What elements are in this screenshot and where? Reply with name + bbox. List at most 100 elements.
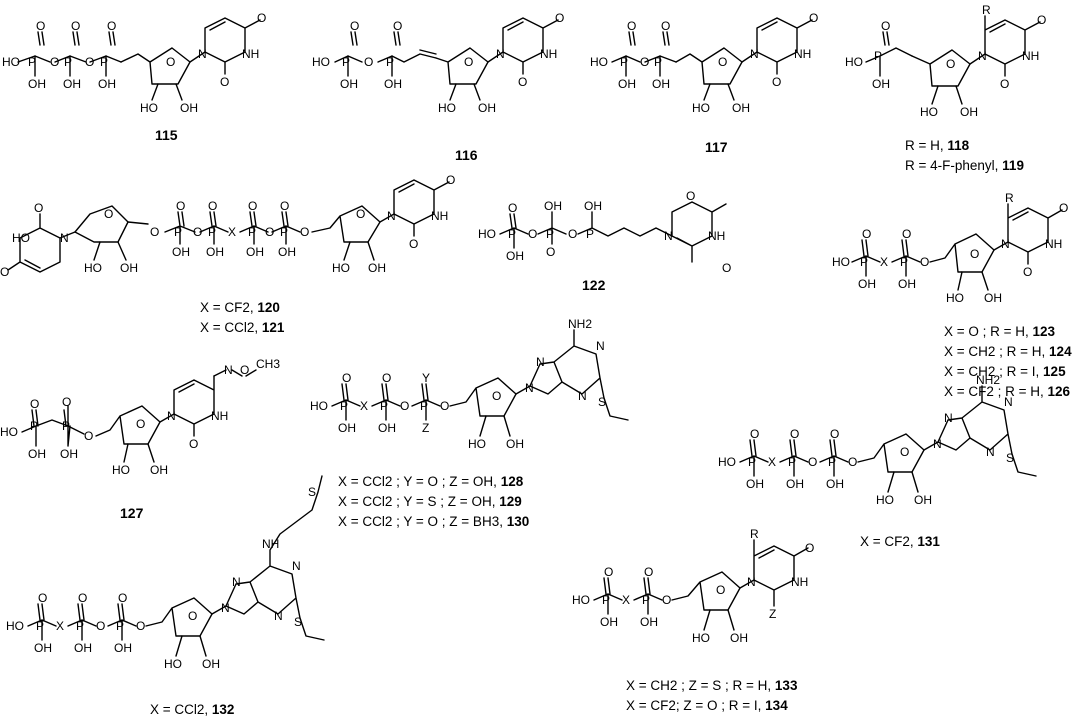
- atom-label: O: [790, 427, 799, 441]
- caption-129: X = CCl2 ; Y = S ; Z = OH, 129: [338, 494, 522, 509]
- atom-label: O: [528, 227, 537, 241]
- atom-label: HO: [692, 101, 710, 115]
- atom-label: O: [400, 399, 409, 413]
- compound-133-134: R HO P O OH X P O OH O O HO OH N NH O Z …: [572, 527, 814, 713]
- atom-label: OH: [180, 101, 198, 115]
- atom-label: P: [116, 619, 124, 633]
- compound-122: HO P O OH O P OH O O P OH N O NH O 122: [478, 189, 731, 293]
- atom-label: O: [848, 455, 857, 469]
- caption-119: R = 4-F-phenyl, 119: [905, 158, 1024, 173]
- atom-label: P: [586, 227, 594, 241]
- atom-label: NH: [708, 229, 725, 243]
- atom-label: HO: [920, 105, 938, 119]
- caption-121: X = CCl2, 121: [200, 320, 285, 335]
- atom-label: P: [546, 227, 554, 241]
- atom-label: O: [150, 225, 159, 239]
- atom-label: HO: [164, 657, 182, 671]
- atom-label: N: [578, 389, 587, 403]
- atom-label: O: [136, 619, 145, 633]
- atom-label: S: [1006, 451, 1014, 465]
- atom-label: OH: [172, 245, 190, 259]
- atom-label: HO: [572, 593, 590, 607]
- atom-label: N: [747, 575, 756, 589]
- atom-label: P: [100, 55, 108, 69]
- atom-label: OH: [114, 641, 132, 655]
- compound-118-119: R HO P O OH O HO OH N NH O O R = H, 118 …: [845, 3, 1046, 173]
- atom-label: O: [257, 11, 266, 25]
- atom-label: OH: [732, 101, 750, 115]
- atom-label: O: [220, 75, 229, 89]
- atom-label: OH: [506, 437, 524, 451]
- atom-label: O: [30, 397, 39, 411]
- atom-label: O: [718, 55, 727, 69]
- atom-label: OH: [600, 615, 618, 629]
- atom-label: HO: [845, 55, 863, 69]
- atom-label: O: [644, 565, 653, 579]
- atom-label: O: [508, 201, 517, 215]
- atom-label: O: [38, 591, 47, 605]
- atom-label: N: [232, 575, 241, 589]
- atom-label: S: [294, 615, 302, 629]
- atom-label: O: [36, 19, 45, 33]
- atom-label: HO: [312, 55, 330, 69]
- atom-label: OH: [858, 277, 876, 291]
- atom-label: R: [982, 3, 991, 17]
- atom-label: P: [248, 225, 256, 239]
- atom-label: P: [860, 255, 868, 269]
- atom-label: N: [986, 445, 995, 459]
- atom-label: P: [174, 225, 182, 239]
- caption-134: X = CF2; Z = O ; R = I, 134: [626, 698, 788, 713]
- atom-label: OH: [378, 421, 396, 435]
- atom-label: NH2: [568, 317, 592, 331]
- atom-label: O: [440, 399, 449, 413]
- atom-label: O: [208, 199, 217, 213]
- atom-label: O: [772, 75, 781, 89]
- atom-label: O: [62, 395, 71, 409]
- atom-label: N: [536, 355, 545, 369]
- caption-126: X = CF2 ; R = H, 126: [944, 384, 1071, 399]
- atom-label: NH: [211, 409, 228, 423]
- atom-label: O: [265, 225, 274, 239]
- atom-label: O: [409, 237, 418, 251]
- atom-label: CH3: [256, 357, 280, 371]
- atom-label: P: [420, 399, 428, 413]
- atom-label: P: [36, 619, 44, 633]
- atom-label: OH: [278, 245, 296, 259]
- atom-label: HO: [84, 261, 102, 275]
- atom-label: P: [788, 455, 796, 469]
- atom-label: P: [748, 455, 756, 469]
- compound-132: HO P O OH X P O OH O P O OH O O HO OH N …: [6, 475, 325, 717]
- atom-label: HO: [468, 437, 486, 451]
- atom-label: OH: [74, 641, 92, 655]
- compound-116: HO P O OH O P O OH O HO OH N NH O O 116: [312, 11, 564, 163]
- atom-label: OH: [340, 77, 358, 91]
- atom-label: O: [136, 417, 145, 431]
- atom-label: O: [364, 55, 373, 69]
- atom-label: OH: [150, 463, 168, 477]
- atom-label: P: [620, 55, 628, 69]
- atom-label: O: [881, 19, 890, 33]
- compound-number: 116: [455, 147, 478, 163]
- atom-label: O: [50, 55, 59, 69]
- atom-label: OH: [368, 261, 386, 275]
- atom-label: O: [1000, 77, 1009, 91]
- atom-label: O: [71, 19, 80, 33]
- atom-label: N: [292, 559, 301, 573]
- atom-label: O: [34, 201, 43, 215]
- atom-label: O: [393, 19, 402, 33]
- atom-label: N: [274, 609, 283, 623]
- atom-label: P: [64, 55, 72, 69]
- atom-label: N: [944, 411, 953, 425]
- compound-131: HO P O OH X P O OH O P O OH O O HO OH N …: [718, 373, 1037, 549]
- atom-label: R: [1005, 191, 1014, 205]
- atom-label: O: [446, 173, 455, 187]
- atom-label: O: [900, 445, 909, 459]
- atom-label: O: [716, 583, 725, 597]
- atom-label: O: [1059, 201, 1068, 215]
- caption-130: X = CCl2 ; Y = O ; Z = BH3, 130: [338, 514, 529, 529]
- atom-label: HO: [0, 425, 18, 439]
- atom-label: O: [568, 227, 577, 241]
- atom-label: P: [208, 225, 216, 239]
- atom-label: N: [750, 47, 759, 61]
- atom-label: O: [188, 609, 197, 623]
